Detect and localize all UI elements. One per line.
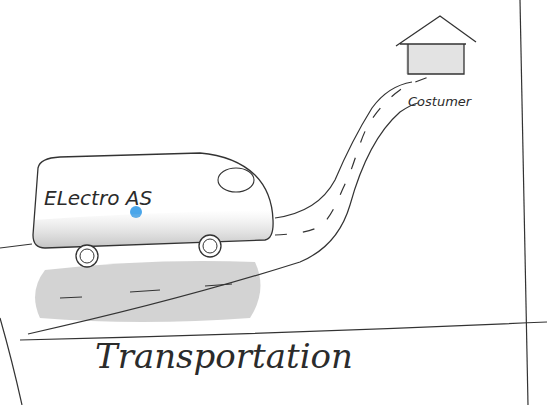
wheel-hub bbox=[203, 239, 217, 253]
wheel-hub bbox=[80, 249, 94, 263]
house-roof bbox=[396, 16, 476, 46]
frame-line bbox=[520, 0, 528, 405]
van-wheel bbox=[199, 235, 221, 257]
van-window bbox=[218, 168, 254, 192]
road-edge bbox=[275, 82, 412, 218]
company-name: ELectro AS bbox=[44, 186, 152, 210]
ground-shadow bbox=[35, 261, 260, 322]
house-shading bbox=[406, 44, 464, 74]
road-dash bbox=[60, 284, 232, 298]
house-outline bbox=[400, 14, 470, 76]
customer-house: Costumer bbox=[400, 14, 470, 76]
section-label: Transportation bbox=[95, 336, 353, 376]
van-wheel bbox=[76, 245, 98, 267]
van-body bbox=[33, 153, 273, 248]
house-walls bbox=[408, 44, 464, 74]
delivery-van: ELectro AS bbox=[30, 150, 275, 250]
road-edge bbox=[28, 103, 418, 334]
frame-line bbox=[0, 318, 22, 405]
van-shading bbox=[33, 210, 273, 248]
ground-line bbox=[0, 244, 32, 248]
node-label: Costumer bbox=[408, 94, 471, 109]
